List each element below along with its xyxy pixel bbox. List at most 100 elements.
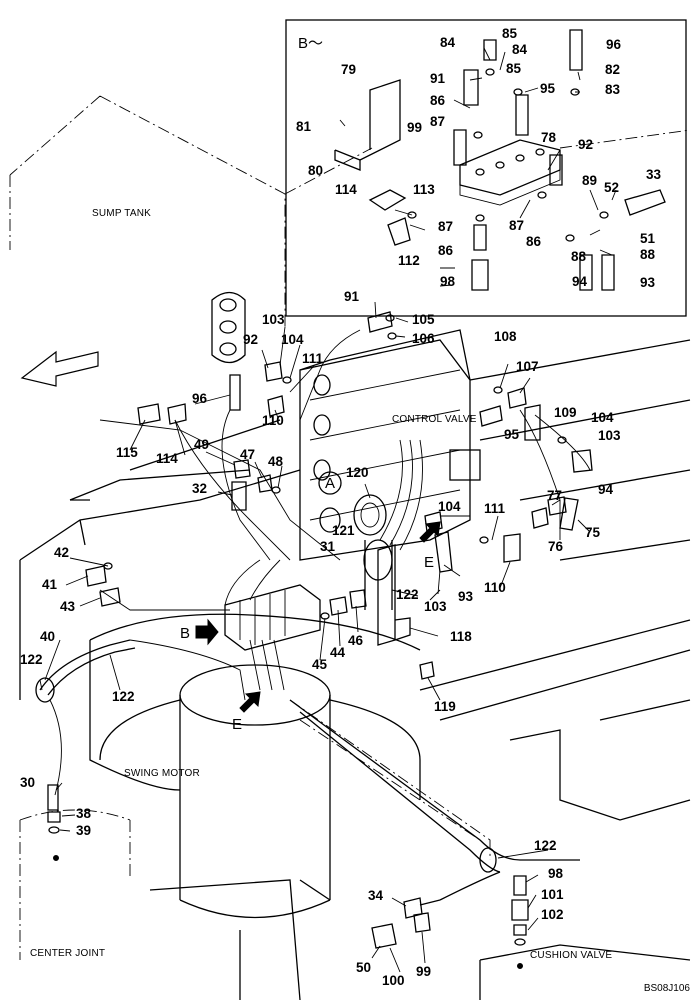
valve-port [313,414,331,436]
inset-oring [473,131,483,139]
callout-label: 103 [262,312,285,327]
oring-cushion [514,938,526,946]
view-arrow-e-upper [419,521,441,543]
fitting-30 [47,784,59,811]
fitting-49 [233,459,251,479]
lower-structure [149,879,331,1000]
fitting-91 [367,311,393,333]
callout-label: 30 [20,775,36,790]
callout-label: 111 [484,501,506,516]
control-valve-label: CONTROL VALVE [392,414,477,425]
inset-oring [513,88,523,96]
callout-label: 120 [346,465,369,480]
callout-label: 41 [42,577,58,592]
pilot-hose-long [99,419,341,561]
callout-label: 79 [341,62,357,77]
pilot-hose-96 [221,409,271,561]
callout-label: 118 [450,629,472,644]
inset-fitting-95 [515,94,529,136]
callout-label: 122 [20,652,43,667]
callout-label: 33 [646,167,662,182]
swing-motor-body [179,695,331,919]
callout-label: 93 [640,275,656,290]
inset-fitting-33 [624,189,666,216]
fitting-109 [524,404,541,441]
oring-48 [271,486,281,494]
frame-outline-lower [289,699,491,860]
fitting-32 [231,481,247,511]
fitting-93 [434,531,453,573]
pilot-hose-down [249,639,285,691]
callout-label: 109 [554,405,577,420]
porthole-plate [211,291,246,364]
front-direction-arrow [20,350,99,387]
pilot-hose-91 [299,329,361,421]
callout-label: 95 [540,81,556,96]
fitting-76 [531,507,549,529]
inset-oring [565,234,575,242]
callout-label: 32 [192,481,208,496]
callout-label: 91 [430,71,446,86]
callout-label: 81 [296,119,312,134]
view-arrow-e-lower [239,691,261,713]
center-joint-dashes [19,809,131,960]
inset-fitting-86 [473,224,487,251]
control-valve-top [299,329,471,381]
callout-label: 80 [308,163,324,178]
leader-lines [39,301,591,973]
callout-label: 88 [571,249,587,264]
fitting-34 [403,897,423,919]
fitting-119 [419,661,435,680]
callout-label: 99 [407,120,423,135]
callout-label: 87 [509,218,525,233]
cushion-valve-body [479,944,691,1000]
callout-label: 108 [494,329,517,344]
callout-label: 111 [302,351,324,366]
callout-label: 86 [430,93,446,108]
valve-port [319,507,341,533]
callout-label: 85 [502,26,518,41]
swing-motor-label: SWING MOTOR [124,768,200,779]
fitting-95 [479,405,503,427]
control-valve-spools [309,369,461,521]
callout-label: 84 [512,42,528,57]
inset-oring [537,191,547,199]
hose-main-left-2 [47,647,136,696]
inset-title: B～ [298,35,324,52]
callout-label: 42 [54,545,70,560]
oring-42 [103,562,113,570]
callout-label: 114 [335,182,357,197]
inset-manifold-78-front [459,170,561,206]
callout-label: 43 [60,599,76,614]
fitting-115 [137,403,161,425]
fitting-43 [99,587,121,607]
callout-label: 104 [591,410,614,425]
callout-label: 96 [606,37,622,52]
oring-108 [493,386,503,394]
inset-fitting-84 [483,39,497,61]
callout-label: 31 [320,539,336,554]
frame-outline-upper [284,147,373,195]
inset-oring [475,214,485,222]
callout-label: 99 [416,964,432,979]
hose-clamp-lower [479,847,497,873]
pilot-hose-43 [99,589,230,611]
inset-oring [485,68,495,76]
inset-oring [570,88,580,96]
callout-label: 77 [547,488,563,503]
inset-fitting-93 [601,254,615,291]
callout-label: 75 [585,525,601,540]
callout-label: 45 [312,657,328,672]
callout-label: 122 [396,587,419,602]
fitting-110b [503,533,521,563]
callout-label: 104 [438,499,461,514]
hose-30 [49,699,62,796]
porthole-2 [219,320,237,334]
manifold-port [515,154,525,162]
hose-lower-long-3 [299,711,501,873]
inset-frame [285,19,687,317]
deck-outline [19,469,301,700]
inset-manifold-78 [459,139,561,196]
callout-label: 96 [192,391,208,406]
